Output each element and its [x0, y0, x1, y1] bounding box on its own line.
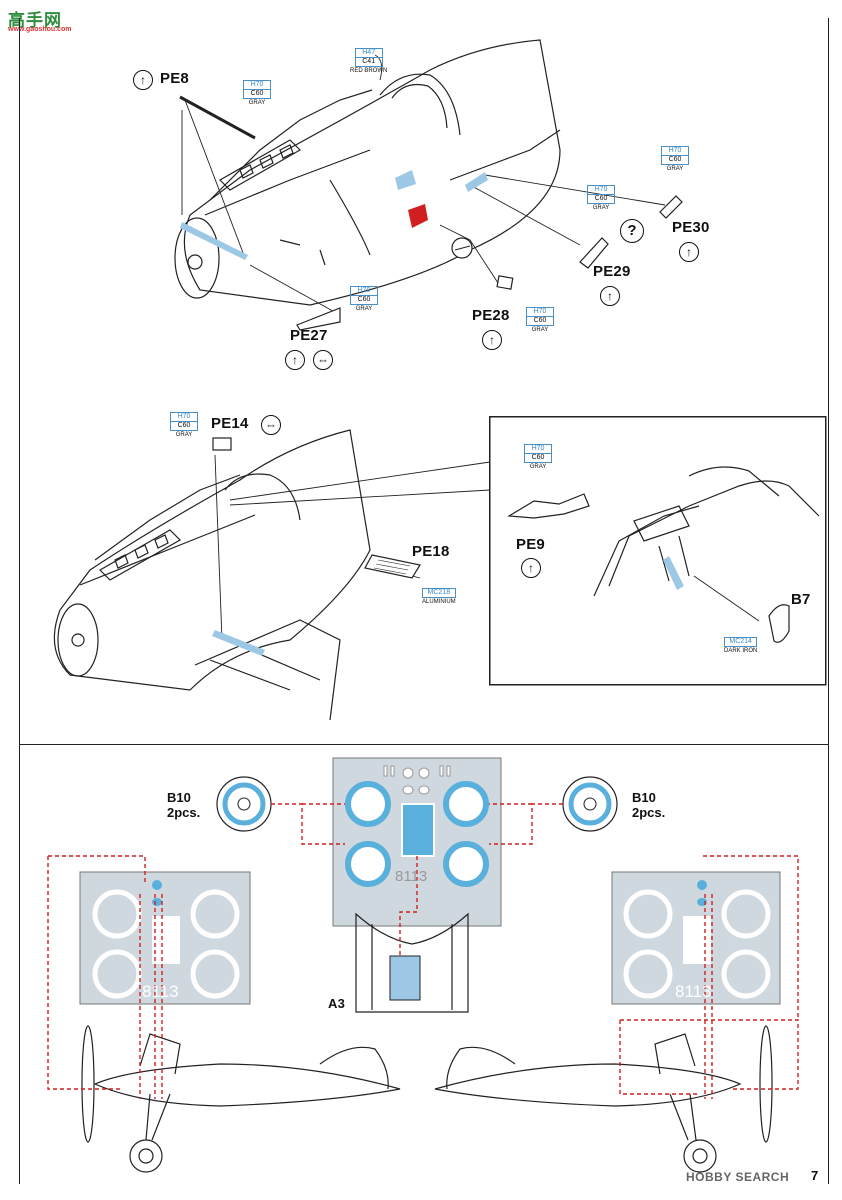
- b10-right-qty: 2pcs.: [632, 805, 666, 820]
- paint-callout-gray-pe8: H70 C60 GRAY: [243, 80, 271, 107]
- flip-icon: ↑: [679, 242, 699, 262]
- flip-icon: ↑: [521, 558, 541, 578]
- paint-c-code: C60: [524, 453, 552, 463]
- paint-h-code: H70: [524, 444, 552, 453]
- b10-right-part: B10: [632, 790, 656, 805]
- inset-detail-drawing: [489, 416, 827, 686]
- turn-icon: ⇔: [313, 350, 333, 370]
- b10-left-label: B10 2pcs.: [167, 790, 200, 820]
- paint-c-code: C60: [661, 155, 689, 165]
- part-label-pe29: PE29: [593, 263, 631, 280]
- paint-callout-aluminium: MC218 ALUMINIUM: [422, 588, 456, 606]
- site-logo: 高手网 www.gaoshou.com: [6, 6, 72, 36]
- watermark: HOBBY SEARCH: [686, 1170, 790, 1184]
- part-label-a3: A3: [328, 996, 346, 1011]
- paint-c-code: C60: [350, 295, 378, 305]
- page-frame: [19, 18, 829, 1184]
- paint-name: GRAY: [666, 166, 684, 172]
- paint-name: RED BROWN: [350, 68, 388, 74]
- part-label-pe8: PE8: [160, 70, 189, 87]
- question-icon: ?: [620, 219, 644, 243]
- paint-callout-gray-pe27: H70 C60 GRAY: [350, 286, 378, 313]
- paint-h-code: H70: [526, 307, 554, 316]
- paint-c-code: C60: [243, 89, 271, 99]
- paint-mc-code: MC218: [422, 588, 456, 598]
- mask-sheet-code-right: 8113: [675, 982, 712, 1001]
- mask-sheet-code-center: 8113: [395, 868, 428, 885]
- paint-name: GRAY: [529, 464, 547, 470]
- paint-callout-gray-pe29: H70 C60 GRAY: [587, 185, 615, 212]
- fuselage-drawings: [53, 39, 683, 721]
- paint-mc-code: MC214: [724, 637, 758, 647]
- mask-sheet-code-left: 8113: [142, 982, 179, 1001]
- b10-left-part: B10: [167, 790, 191, 805]
- paint-callout-redbrown: H47 C41 RED BROWN: [350, 48, 387, 75]
- paint-name: GRAY: [175, 432, 193, 438]
- paint-h-code: H70: [587, 185, 615, 194]
- part-label-b7: B7: [791, 591, 811, 608]
- paint-h-code: H47: [354, 48, 383, 57]
- paint-callout-darkiron: MC214 DARK IRON: [724, 637, 758, 655]
- paint-callout-gray-pe14: H70 C60 GRAY: [170, 412, 198, 439]
- paint-h-code: H70: [243, 80, 271, 89]
- inset-frame: [489, 416, 827, 686]
- flip-icon: ↑: [482, 330, 502, 350]
- turn-icon: ⇔: [261, 415, 281, 435]
- red-brown-area: [408, 204, 428, 228]
- paint-name: GRAY: [355, 306, 373, 312]
- part-label-pe30: PE30: [672, 219, 710, 236]
- paint-callout-gray-pe30: H70 C60 GRAY: [661, 146, 689, 173]
- paint-name: DARK IRON: [724, 648, 758, 654]
- paint-callout-gray-pe28: H70 C60 GRAY: [526, 307, 554, 334]
- part-label-pe28: PE28: [472, 307, 510, 324]
- part-label-pe18: PE18: [412, 543, 450, 560]
- paint-name: GRAY: [531, 327, 549, 333]
- part-label-pe9: PE9: [516, 536, 545, 553]
- paint-c-code: C60: [587, 194, 615, 204]
- logo-text: 高手网: [8, 11, 62, 30]
- paint-c-code: C60: [170, 421, 198, 431]
- flip-icon: ↑: [600, 286, 620, 306]
- section-divider: [19, 744, 829, 745]
- paint-name: GRAY: [248, 100, 266, 106]
- b10-left-qty: 2pcs.: [167, 805, 201, 820]
- b10-right-label: B10 2pcs.: [632, 790, 665, 820]
- page-number: 7: [811, 1168, 819, 1183]
- paint-callout-gray-pe9: H70 C60 GRAY: [524, 444, 552, 471]
- flip-icon: ↑: [285, 350, 305, 370]
- paint-c-code: C41: [354, 57, 383, 67]
- paint-h-code: H70: [661, 146, 689, 155]
- mask-diagram: [47, 757, 799, 1173]
- logo-url: www.gaoshou.com: [8, 26, 72, 33]
- paint-name: GRAY: [592, 205, 610, 211]
- paint-h-code: H70: [350, 286, 378, 295]
- part-label-pe14: PE14: [211, 415, 249, 432]
- paint-h-code: H70: [170, 412, 198, 421]
- part-label-pe27: PE27: [290, 327, 328, 344]
- paint-c-code: C60: [526, 316, 554, 326]
- flip-icon: ↑: [133, 70, 153, 90]
- paint-name: ALUMINIUM: [422, 599, 456, 605]
